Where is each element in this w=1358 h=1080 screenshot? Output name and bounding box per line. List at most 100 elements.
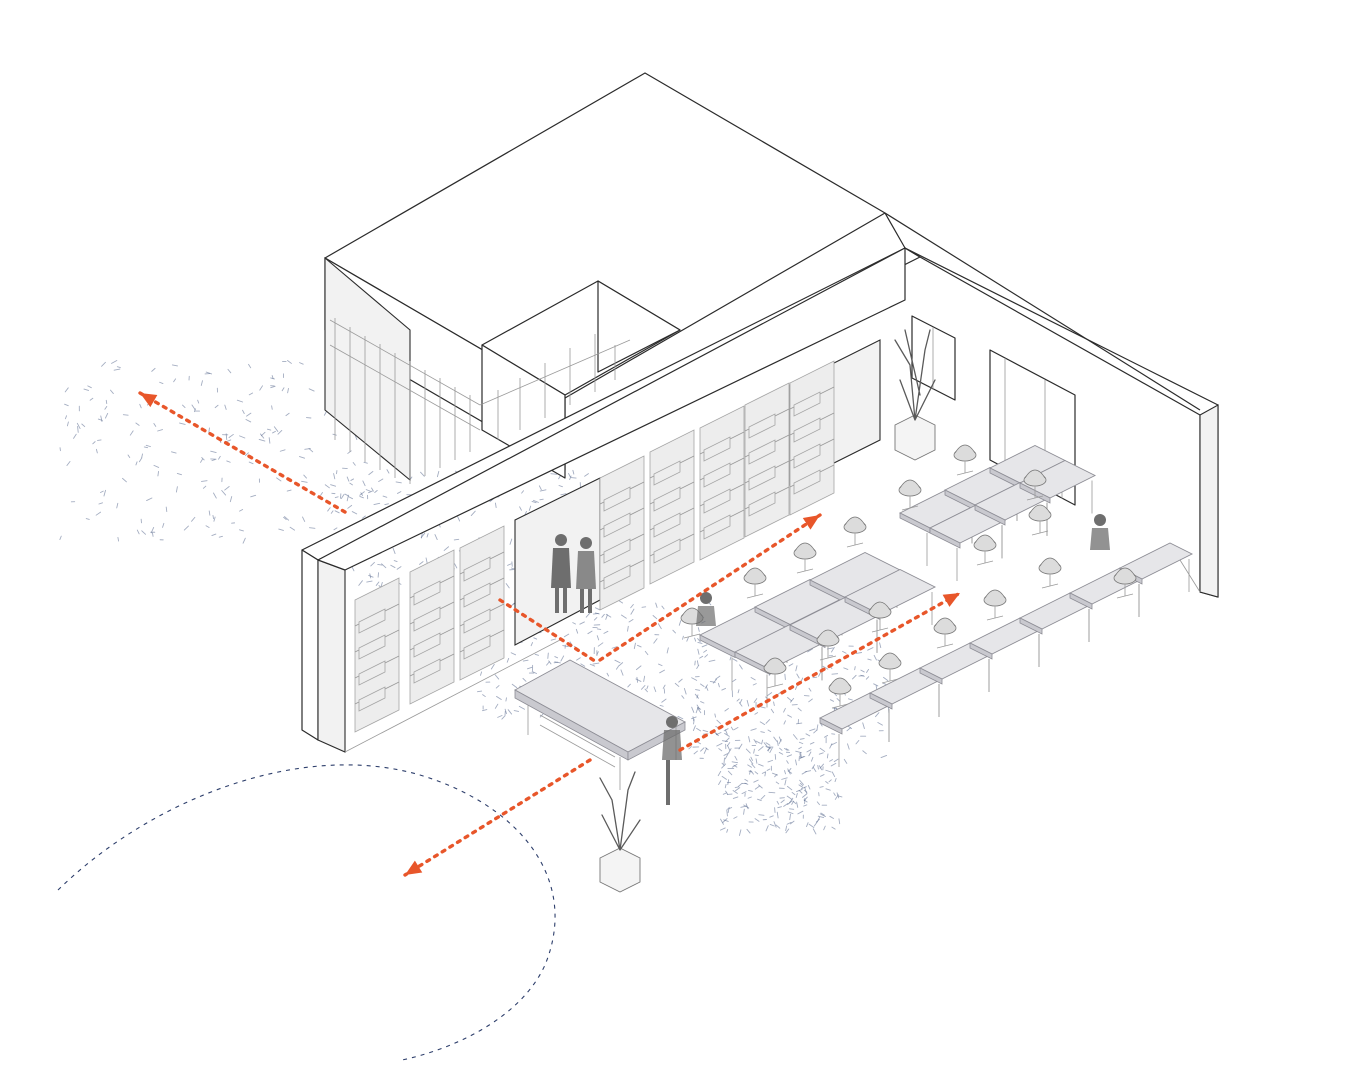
speckle-mark (95, 448, 98, 454)
speckle-mark (218, 455, 221, 460)
speckle-mark (518, 705, 525, 710)
speckle-mark (390, 564, 396, 569)
speckle-mark (644, 688, 648, 693)
speckle-mark (501, 716, 505, 720)
speckle-mark (696, 664, 700, 669)
speckle-mark (769, 815, 774, 818)
speckle-mark (682, 635, 684, 640)
speckle-mark (705, 686, 709, 691)
speckle-mark (495, 685, 500, 689)
speckle-mark (721, 775, 727, 780)
speckle-mark (507, 709, 513, 715)
speckle-mark (686, 636, 689, 642)
speckle-mark (683, 687, 687, 695)
speckle-mark (831, 646, 835, 653)
speckle-mark (594, 607, 600, 611)
speckle-mark (758, 746, 764, 751)
chair-icon (868, 601, 892, 633)
speckle-mark (778, 751, 784, 755)
speckle-mark (259, 385, 263, 391)
speckle-mark (505, 697, 507, 702)
speckle-mark (833, 792, 836, 796)
speckle-mark (748, 758, 754, 765)
speckle-mark (732, 678, 737, 682)
speckle-mark (346, 494, 349, 502)
speckle-mark (801, 771, 807, 775)
speckle-mark (766, 692, 773, 697)
speckle-mark (758, 763, 764, 767)
speckle-mark (770, 708, 775, 714)
speckle-mark (202, 485, 207, 489)
speckle-mark (633, 642, 636, 650)
speckle-mark (218, 535, 223, 538)
chair-icon (793, 542, 817, 574)
speckle-mark (854, 666, 856, 671)
arrowhead-icon (942, 593, 960, 607)
speckle-mark (816, 801, 820, 806)
speckle-mark (699, 655, 704, 659)
boundary-arc (57, 764, 556, 1061)
speckle-mark (143, 446, 149, 449)
speckle-mark (753, 739, 757, 744)
speckle-mark (250, 494, 257, 498)
speckle-mark (373, 502, 381, 505)
speckle-mark (550, 473, 558, 475)
speckle-mark (627, 625, 629, 632)
speckle-mark (113, 368, 121, 371)
speckle-mark (592, 662, 600, 665)
speckle-mark (691, 677, 698, 681)
speckle-mark (436, 470, 440, 478)
speckle-mark (620, 669, 624, 676)
speckle-mark (819, 763, 825, 769)
speckle-mark (258, 438, 266, 442)
speckle-mark (59, 535, 62, 541)
speckle-mark (141, 453, 143, 458)
speckle-mark (846, 727, 851, 732)
speckle-mark (657, 623, 662, 630)
speckle-mark (708, 659, 716, 662)
speckle-mark (750, 756, 753, 761)
speckle-mark (738, 782, 743, 787)
speckle-mark (799, 779, 804, 785)
speckle-mark (831, 826, 836, 830)
speckle-mark (135, 422, 140, 426)
speckle-mark (350, 478, 355, 481)
speckle-mark (734, 786, 739, 789)
speckle-mark (678, 678, 683, 683)
speckle-mark (744, 778, 749, 782)
speckle-mark (816, 724, 819, 731)
speckle-mark (377, 563, 383, 566)
speckle-mark (200, 458, 203, 463)
speckle-mark (546, 661, 550, 666)
speckle-mark (741, 791, 747, 795)
speckle-mark (655, 602, 658, 608)
speckle-mark (304, 448, 311, 450)
speckle-mark (370, 561, 375, 567)
speckle-mark (539, 489, 547, 492)
speckle-mark (182, 404, 186, 408)
speckle-mark (718, 780, 722, 786)
speckle-mark (92, 441, 96, 445)
speckle-mark (497, 715, 503, 718)
speckle-mark (268, 437, 271, 444)
speckle-mark (587, 630, 593, 635)
speckle-mark (662, 684, 666, 689)
speckle-mark (605, 613, 612, 618)
speckle-mark (105, 399, 108, 404)
speckle-mark (334, 510, 340, 514)
speckle-mark (603, 630, 609, 634)
speckle-mark (772, 772, 778, 776)
speckle-mark (477, 690, 483, 693)
speckle-mark (694, 693, 699, 699)
speckle-mark (855, 652, 863, 654)
speckle-mark (228, 433, 234, 438)
speckle-mark (692, 725, 696, 732)
speckle-mark (753, 698, 758, 703)
speckle-mark (724, 732, 730, 737)
speckle-mark (224, 486, 230, 491)
speckle-mark (784, 770, 786, 775)
speckle-mark (753, 748, 755, 754)
speckle-mark (882, 682, 887, 685)
speckle-mark (784, 779, 787, 786)
speckle-mark (731, 763, 738, 768)
